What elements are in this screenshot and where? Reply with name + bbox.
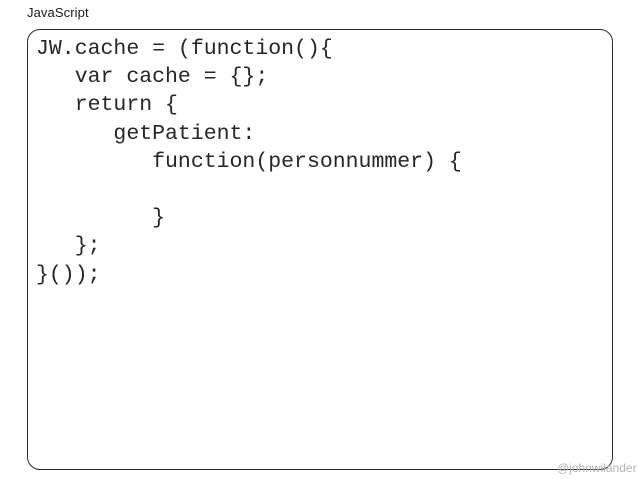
code-line: }; — [36, 234, 101, 259]
code-line: getPatient: — [36, 121, 256, 146]
code-line: function(personnummer) { — [36, 149, 462, 174]
code-line: JW.cache = (function(){ — [36, 37, 333, 61]
code-line: var cache = {}; — [36, 65, 269, 90]
code-block: JW.cache = (function(){ var cache = {}; … — [36, 35, 462, 289]
code-line: }()); — [36, 262, 101, 287]
code-box: JW.cache = (function(){ var cache = {}; … — [27, 29, 613, 470]
code-line: } — [36, 206, 166, 231]
watermark: @johnwilander — [557, 461, 637, 475]
language-label: JavaScript — [27, 5, 89, 20]
code-line — [36, 176, 462, 204]
code-line: return { — [36, 93, 178, 118]
